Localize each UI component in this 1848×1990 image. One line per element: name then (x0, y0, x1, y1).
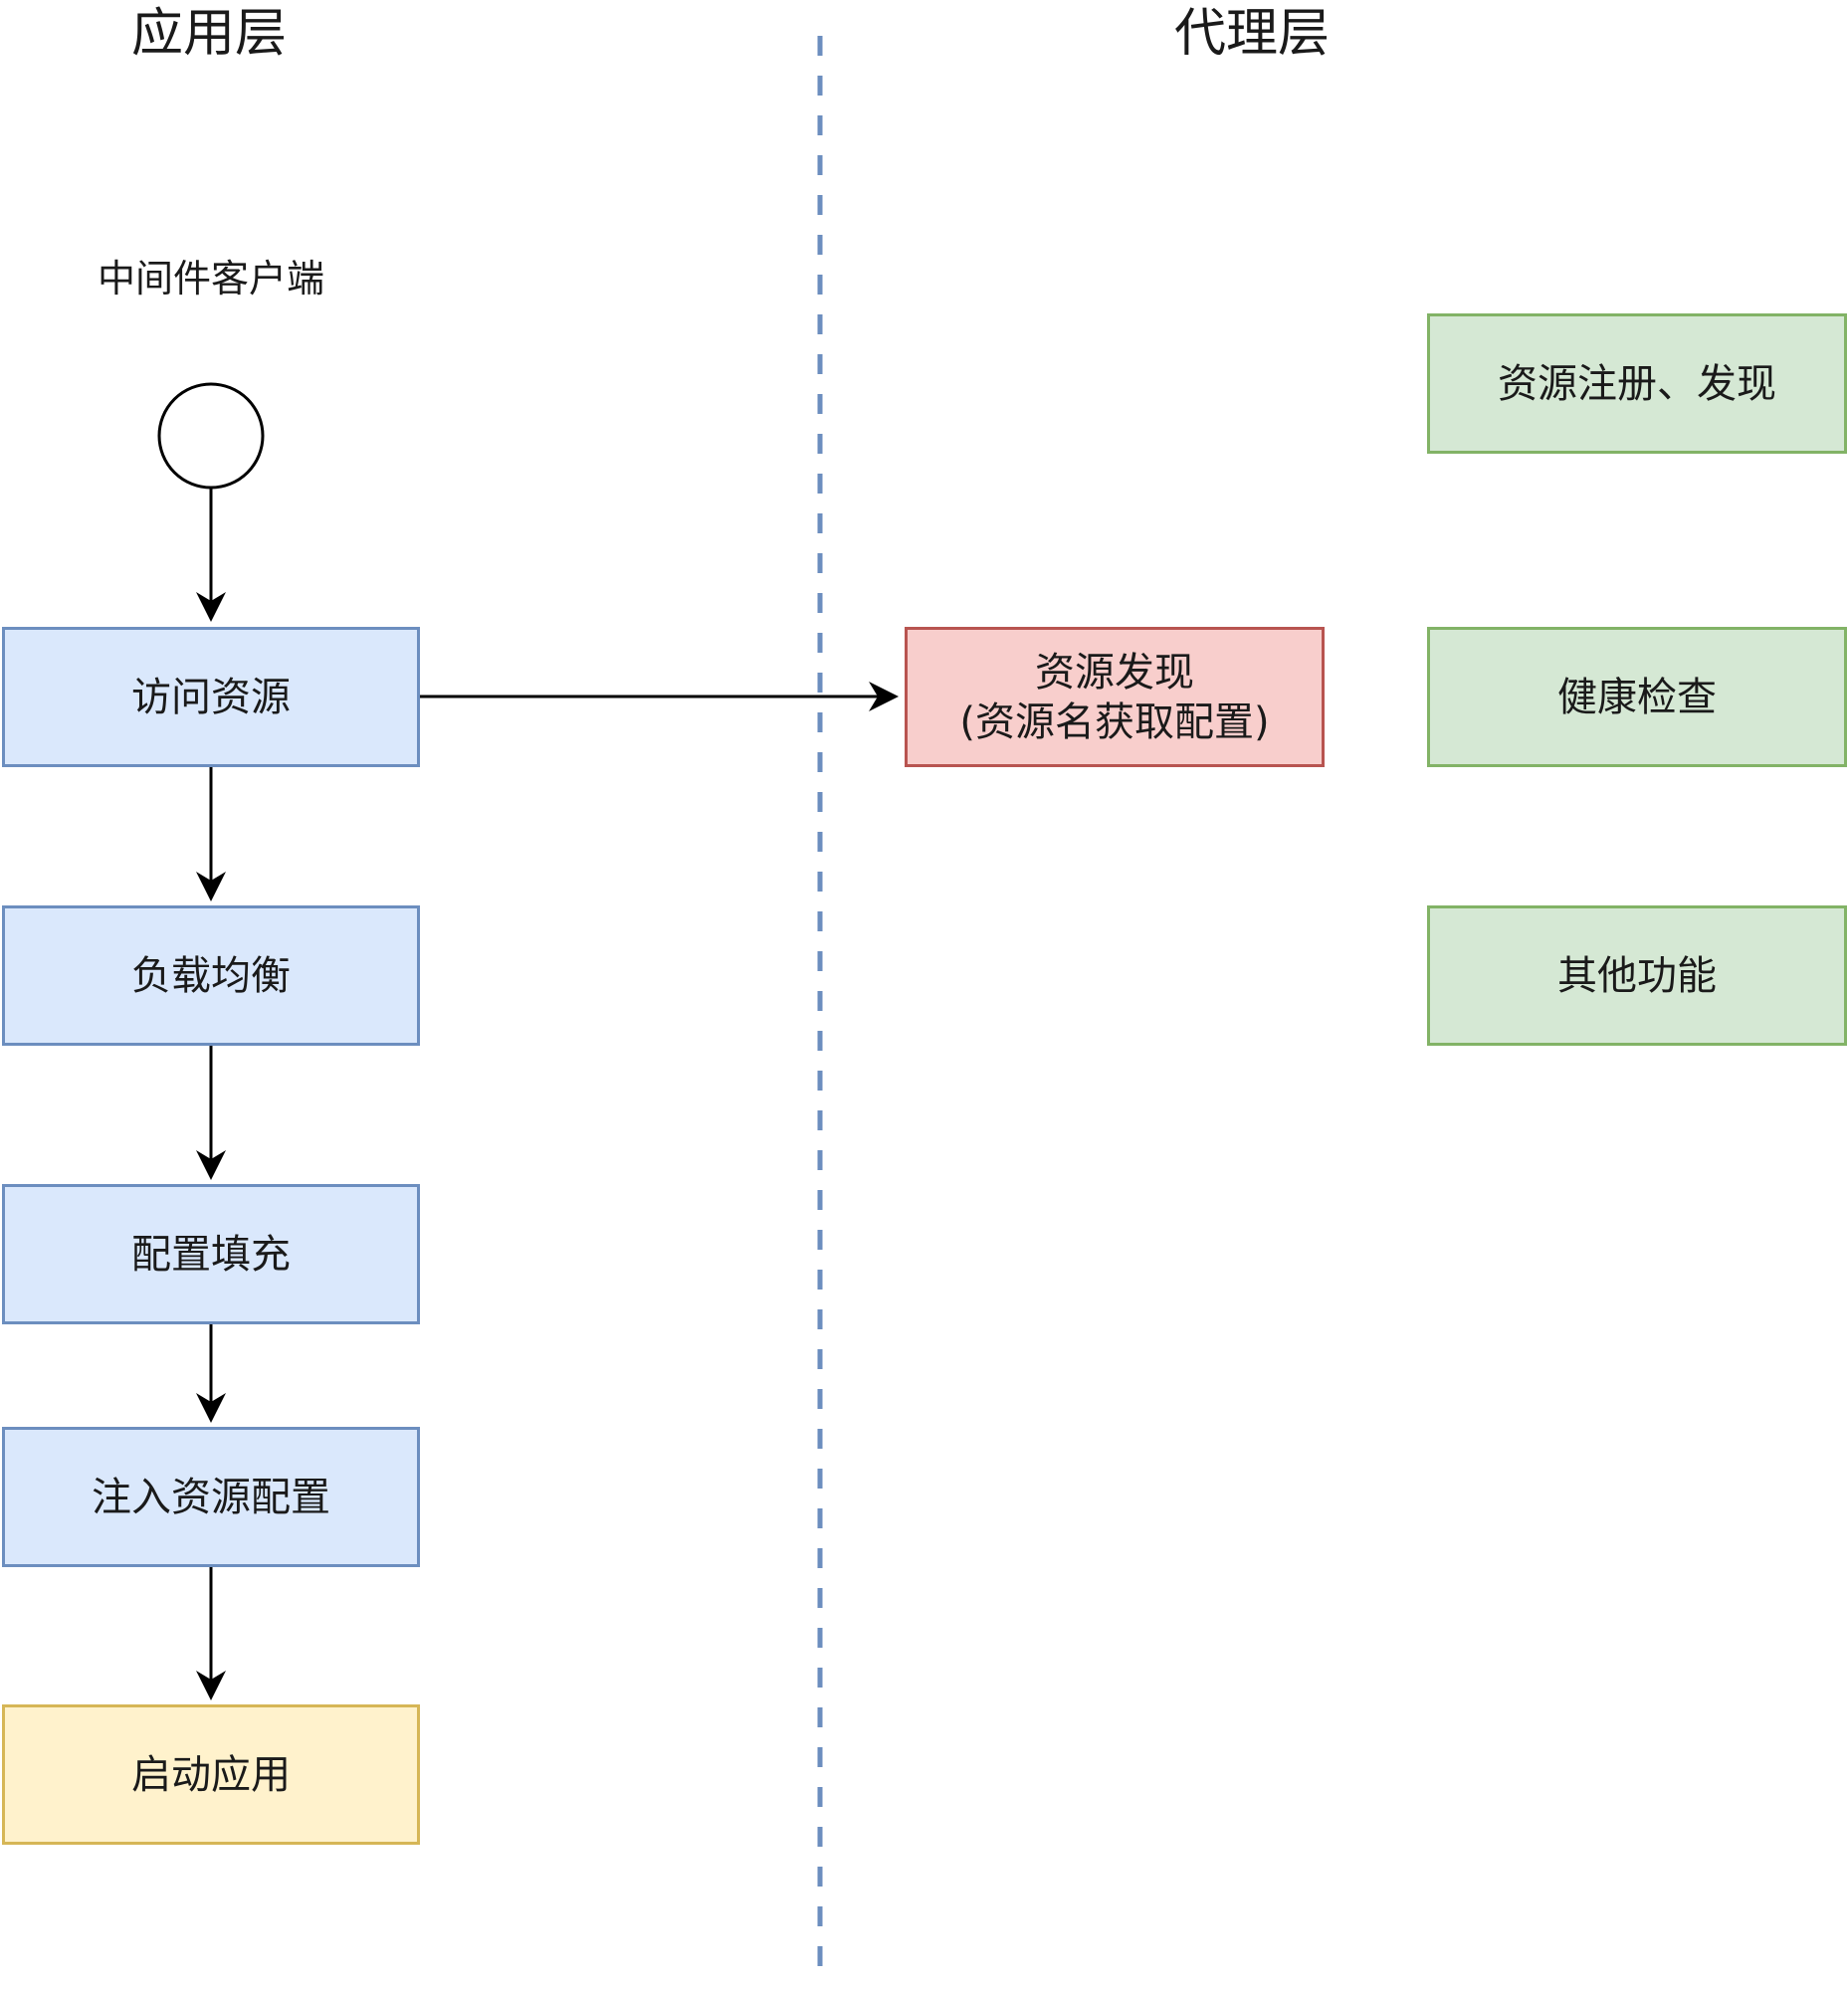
node-other-features[interactable]: 其他功能 (1427, 905, 1847, 1046)
node-load-balance[interactable]: 负载均衡 (2, 905, 420, 1046)
client-label: 中间件客户端 (97, 257, 324, 300)
node-other-features-label: 其他功能 (1557, 952, 1717, 999)
node-register-discover-label: 资源注册、发现 (1498, 360, 1776, 407)
node-health-check[interactable]: 健康检查 (1427, 627, 1847, 767)
start-node-circle[interactable] (157, 382, 265, 490)
lane-title-application: 应用层 (130, 4, 287, 64)
node-access-resource-label: 访问资源 (131, 674, 291, 720)
lane-title-proxy: 代理层 (1173, 4, 1330, 64)
node-health-check-label: 健康检查 (1557, 674, 1717, 720)
node-config-fill[interactable]: 配置填充 (2, 1184, 420, 1324)
node-start-app-label: 启动应用 (131, 1751, 291, 1798)
node-resource-discovery-line1: 资源发现 (1035, 649, 1194, 696)
node-config-fill-label: 配置填充 (131, 1231, 291, 1278)
node-inject-config-label: 注入资源配置 (92, 1474, 330, 1520)
node-resource-discovery-line2: (资源名获取配置) (959, 698, 1270, 745)
node-inject-config[interactable]: 注入资源配置 (2, 1427, 420, 1567)
node-load-balance-label: 负载均衡 (131, 952, 291, 999)
node-start-app[interactable]: 启动应用 (2, 1704, 420, 1845)
node-resource-discovery[interactable]: 资源发现 (资源名获取配置) (905, 627, 1325, 767)
node-access-resource[interactable]: 访问资源 (2, 627, 420, 767)
node-register-discover[interactable]: 资源注册、发现 (1427, 313, 1847, 454)
